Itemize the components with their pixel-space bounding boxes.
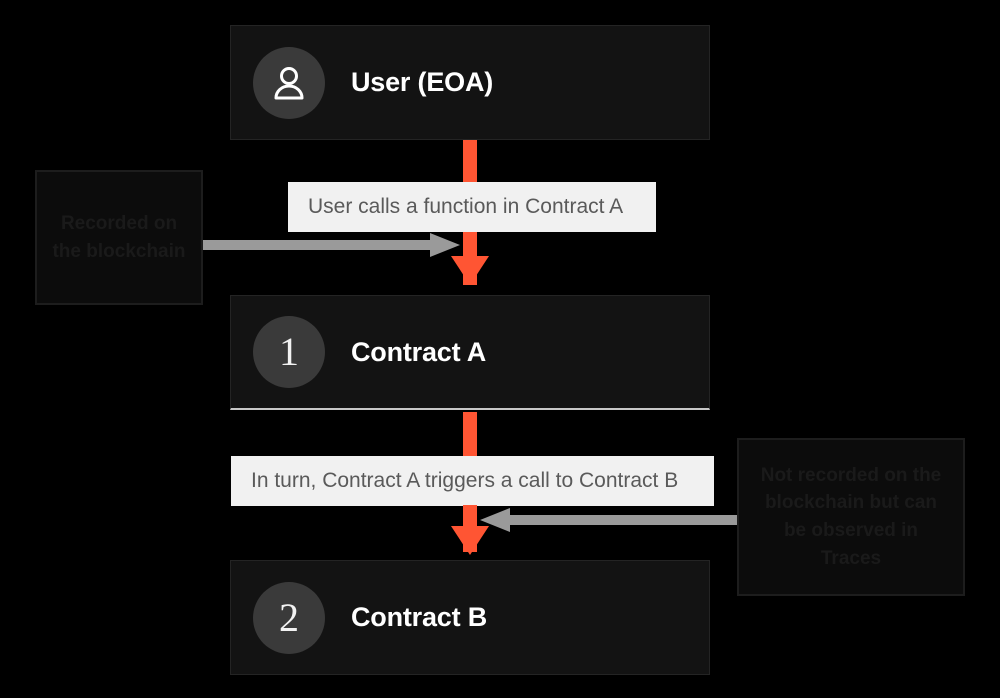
step-number-2: 2 (279, 594, 299, 640)
node-user-eoa[interactable]: User (EOA) (230, 25, 710, 140)
node-contract-b-label: Contract B (351, 602, 488, 632)
arrow-a-to-b-head (451, 526, 489, 555)
arrow-a-to-b-stem (463, 505, 477, 533)
annotation-arrow-left (200, 233, 460, 257)
step-number-badge-2: 2 (253, 581, 325, 654)
avatar (253, 46, 325, 119)
person-icon (274, 66, 304, 99)
annotation-not-recorded-on-blockchain: Not recorded on the blockchain but can b… (737, 438, 965, 596)
caption-contract-a-triggers-contract-b: In turn, Contract A triggers a call to C… (231, 456, 714, 506)
node-user-eoa-label: User (EOA) (351, 67, 494, 97)
node-contract-b[interactable]: 2 Contract B (230, 560, 710, 675)
annotation-arrow-right (480, 508, 740, 532)
node-contract-a-label: Contract A (351, 336, 487, 367)
annotation-recorded-on-blockchain: Recorded on the blockchain (35, 170, 203, 305)
node-contract-a[interactable]: 1 Contract A (230, 295, 710, 410)
caption-user-calls-contract-a: User calls a function in Contract A (288, 182, 656, 232)
arrow-user-to-a-head (451, 256, 489, 285)
step-number-1: 1 (279, 329, 299, 374)
step-number-badge-1: 1 (253, 316, 325, 388)
arrow-user-to-a-stem (463, 232, 477, 264)
